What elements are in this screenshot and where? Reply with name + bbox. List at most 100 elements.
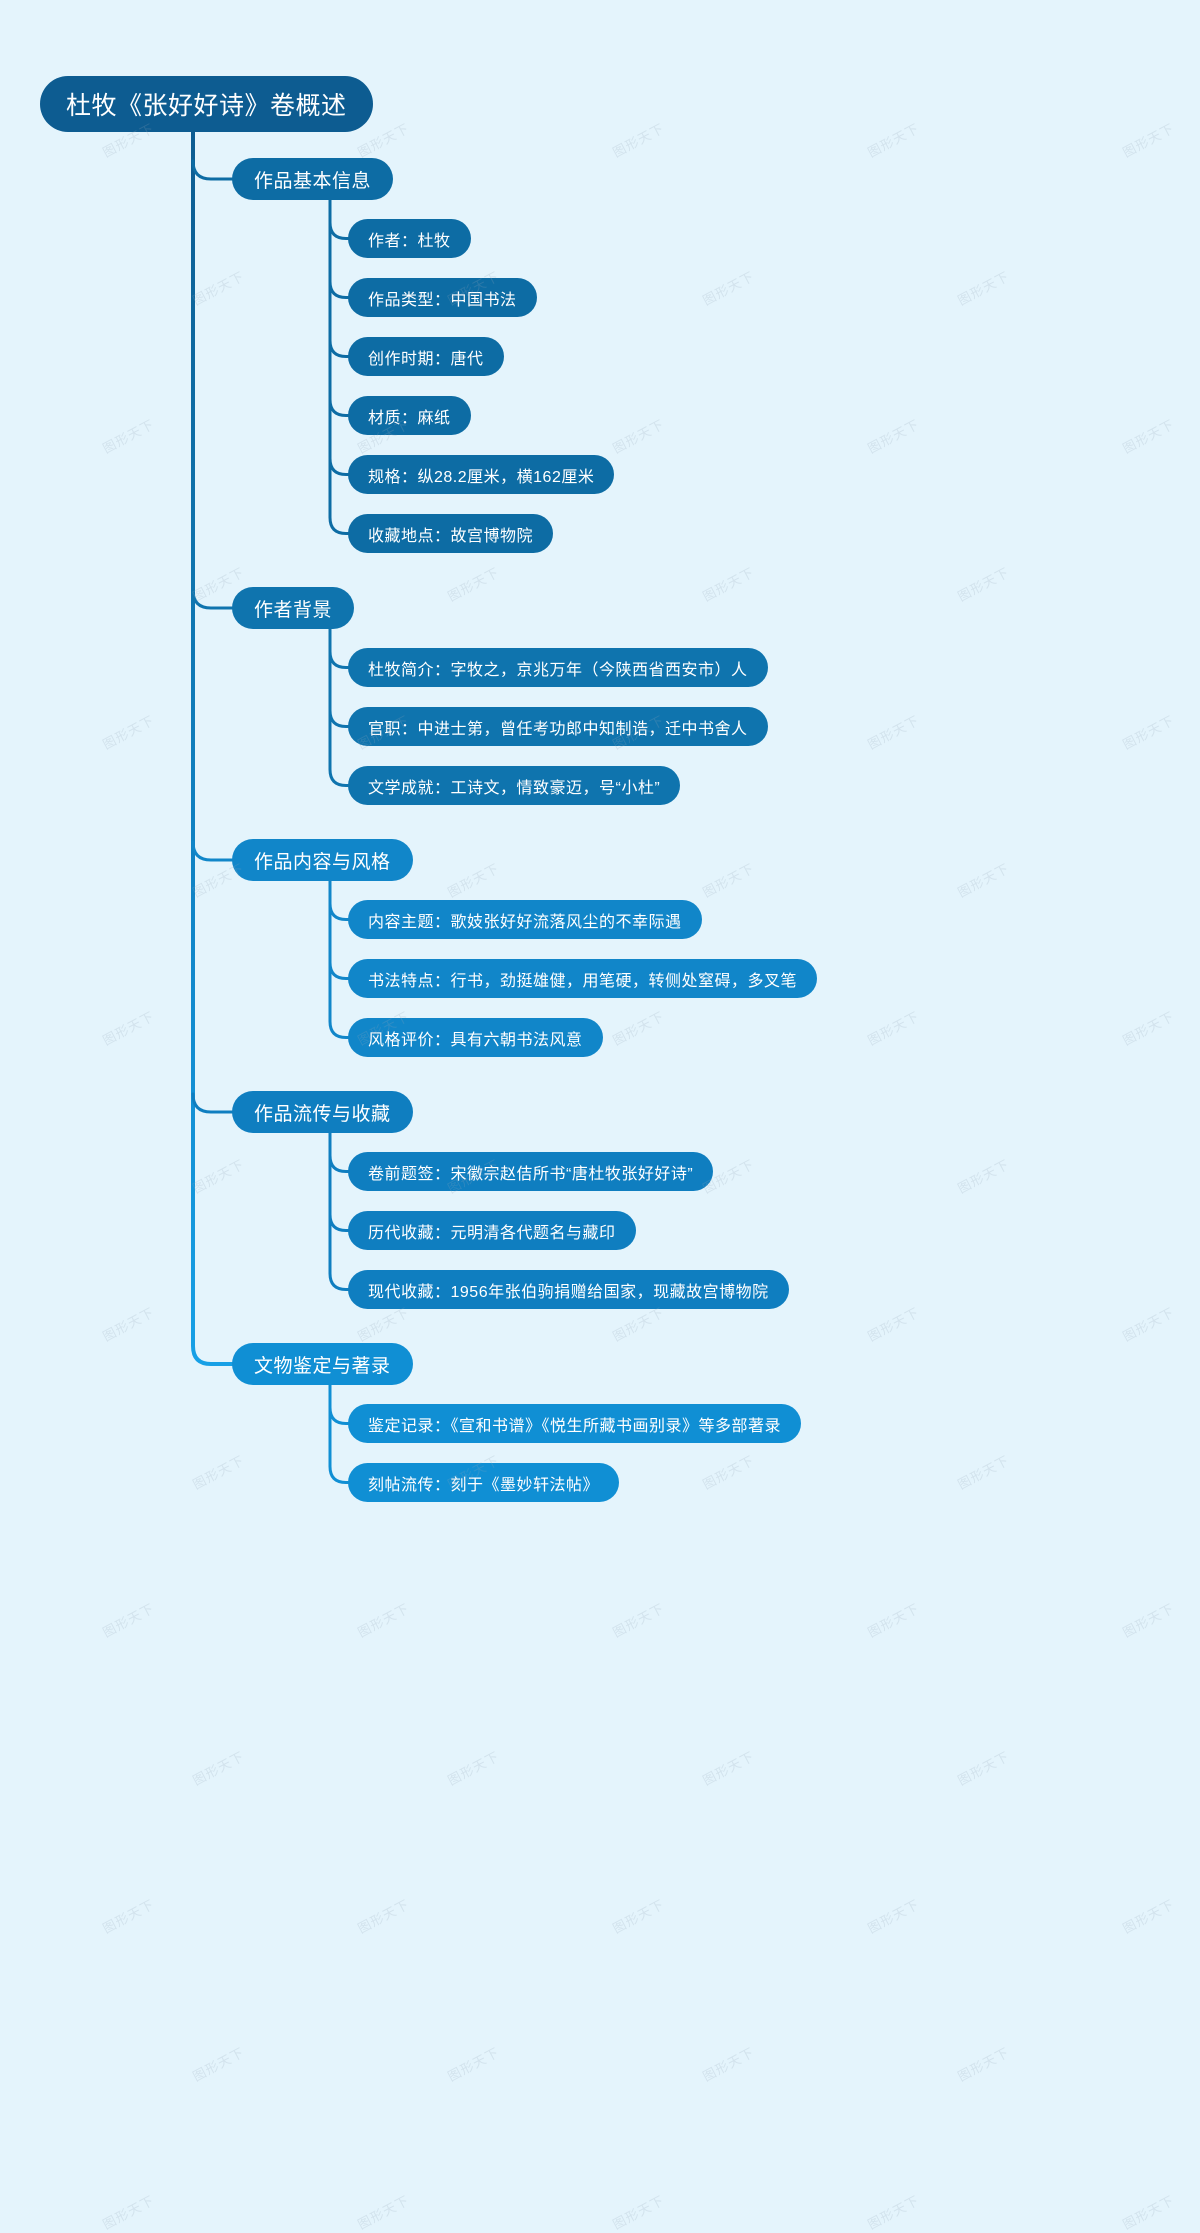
branch-node-4[interactable]: 文物鉴定与著录 (232, 1343, 413, 1385)
watermark: 图形天下 (955, 860, 1012, 901)
leaf-node-4-1[interactable]: 刻帖流传：刻于《墨妙轩法帖》 (348, 1463, 620, 1502)
watermark: 图形天下 (1120, 1896, 1177, 1937)
watermark: 图形天下 (1120, 1600, 1177, 1641)
watermark: 图形天下 (1120, 120, 1177, 161)
watermark: 图形天下 (865, 1304, 922, 1345)
watermark: 图形天下 (355, 1896, 412, 1937)
branch-node-1-label: 作者背景 (254, 599, 333, 621)
watermark: 图形天下 (190, 1156, 247, 1197)
leaf-node-1-0[interactable]: 杜牧简介：字牧之，京兆万年（今陕西省西安市）人 (348, 648, 768, 687)
branch-node-2[interactable]: 作品内容与风格 (232, 839, 413, 881)
watermark: 图形天下 (100, 416, 157, 457)
watermark: 图形天下 (865, 416, 922, 457)
watermark: 图形天下 (100, 712, 157, 753)
watermark: 图形天下 (610, 1600, 667, 1641)
watermark: 图形天下 (190, 1452, 247, 1493)
watermark: 图形天下 (865, 1600, 922, 1641)
watermark: 图形天下 (1120, 1304, 1177, 1345)
leaf-node-0-0-label: 作者：杜牧 (368, 232, 451, 250)
leaf-node-0-1[interactable]: 作品类型：中国书法 (348, 278, 537, 317)
watermark: 图形天下 (610, 120, 667, 161)
watermark: 图形天下 (1120, 712, 1177, 753)
watermark: 图形天下 (700, 1452, 757, 1493)
leaf-node-0-5[interactable]: 收藏地点：故宫博物院 (348, 514, 554, 553)
watermark: 图形天下 (100, 1600, 157, 1641)
leaf-node-4-0-label: 鉴定记录：《宣和书谱》《悦生所藏书画别录》等多部著录 (368, 1417, 782, 1435)
watermark: 图形天下 (355, 1600, 412, 1641)
leaf-node-4-1-label: 刻帖流传：刻于《墨妙轩法帖》 (368, 1476, 600, 1494)
watermark: 图形天下 (865, 1008, 922, 1049)
branch-node-4-label: 文物鉴定与著录 (254, 1355, 391, 1377)
branch-node-2-label: 作品内容与风格 (254, 851, 391, 873)
branch-node-1[interactable]: 作者背景 (232, 587, 355, 629)
watermark: 图形天下 (955, 1748, 1012, 1789)
leaf-node-1-1-label: 官职：中进士第，曾任考功郎中知制诰，迁中书舍人 (368, 720, 748, 738)
watermark: 图形天下 (610, 416, 667, 457)
watermark: 图形天下 (610, 2192, 667, 2233)
leaf-node-0-5-label: 收藏地点：故宫博物院 (368, 527, 534, 545)
leaf-node-0-3[interactable]: 材质：麻纸 (348, 396, 471, 435)
watermark: 图形天下 (190, 2044, 247, 2085)
branch-node-0-label: 作品基本信息 (254, 170, 372, 192)
watermark: 图形天下 (445, 1748, 502, 1789)
watermark: 图形天下 (865, 712, 922, 753)
leaf-node-3-0[interactable]: 卷前题签：宋徽宗赵佶所书“唐杜牧张好好诗” (348, 1152, 714, 1191)
watermark: 图形天下 (865, 1896, 922, 1937)
leaf-node-0-3-label: 材质：麻纸 (368, 409, 451, 427)
watermark: 图形天下 (700, 1748, 757, 1789)
leaf-node-3-2-label: 现代收藏：1956年张伯驹捐赠给国家，现藏故宫博物院 (368, 1283, 769, 1301)
watermark: 图形天下 (190, 1748, 247, 1789)
watermark: 图形天下 (955, 2044, 1012, 2085)
watermark: 图形天下 (100, 1896, 157, 1937)
watermark: 图形天下 (865, 2192, 922, 2233)
leaf-node-2-1-label: 书法特点：行书，劲挺雄健，用笔硬，转侧处窒碍，多叉笔 (368, 972, 798, 990)
leaf-node-3-0-label: 卷前题签：宋徽宗赵佶所书“唐杜牧张好好诗” (368, 1165, 694, 1183)
watermark: 图形天下 (1120, 2192, 1177, 2233)
watermark: 图形天下 (1120, 1008, 1177, 1049)
watermark: 图形天下 (700, 860, 757, 901)
leaf-node-0-2-label: 创作时期：唐代 (368, 350, 484, 368)
watermark: 图形天下 (700, 268, 757, 309)
leaf-node-3-1-label: 历代收藏：元明清各代题名与藏印 (368, 1224, 616, 1242)
leaf-node-0-0[interactable]: 作者：杜牧 (348, 219, 471, 258)
branch-node-3-label: 作品流传与收藏 (254, 1103, 391, 1125)
watermark: 图形天下 (100, 2192, 157, 2233)
watermark: 图形天下 (100, 1304, 157, 1345)
watermark: 图形天下 (610, 1008, 667, 1049)
watermark: 图形天下 (445, 564, 502, 605)
leaf-node-2-2[interactable]: 风格评价：具有六朝书法风意 (348, 1018, 603, 1057)
watermark: 图形天下 (190, 268, 247, 309)
leaf-node-2-1[interactable]: 书法特点：行书，劲挺雄健，用笔硬，转侧处窒碍，多叉笔 (348, 959, 818, 998)
root-node-label: 杜牧《张好好诗》卷概述 (66, 92, 347, 120)
watermark: 图形天下 (700, 2044, 757, 2085)
watermark: 图形天下 (955, 268, 1012, 309)
root-node[interactable]: 杜牧《张好好诗》卷概述 (40, 76, 373, 132)
leaf-node-1-0-label: 杜牧简介：字牧之，京兆万年（今陕西省西安市）人 (368, 661, 748, 679)
leaf-node-0-4-label: 规格：纵28.2厘米，横162厘米 (368, 468, 595, 486)
watermark: 图形天下 (355, 2192, 412, 2233)
watermark: 图形天下 (610, 1896, 667, 1937)
watermark: 图形天下 (955, 1156, 1012, 1197)
leaf-node-1-2[interactable]: 文学成就：工诗文，情致豪迈，号“小杜” (348, 766, 681, 805)
watermark: 图形天下 (955, 1452, 1012, 1493)
watermark: 图形天下 (700, 564, 757, 605)
leaf-node-0-4[interactable]: 规格：纵28.2厘米，横162厘米 (348, 455, 615, 494)
leaf-node-1-2-label: 文学成就：工诗文，情致豪迈，号“小杜” (368, 779, 661, 797)
leaf-node-4-0[interactable]: 鉴定记录：《宣和书谱》《悦生所藏书画别录》等多部著录 (348, 1404, 802, 1443)
leaf-node-2-0[interactable]: 内容主题：歌妓张好好流落风尘的不幸际遇 (348, 900, 702, 939)
leaf-node-0-1-label: 作品类型：中国书法 (368, 291, 517, 309)
branch-node-0[interactable]: 作品基本信息 (232, 158, 394, 200)
leaf-node-3-1[interactable]: 历代收藏：元明清各代题名与藏印 (348, 1211, 636, 1250)
branch-node-3[interactable]: 作品流传与收藏 (232, 1091, 413, 1133)
watermark: 图形天下 (100, 1008, 157, 1049)
watermark: 图形天下 (445, 860, 502, 901)
leaf-node-0-2[interactable]: 创作时期：唐代 (348, 337, 504, 376)
leaf-node-2-0-label: 内容主题：歌妓张好好流落风尘的不幸际遇 (368, 913, 682, 931)
leaf-node-3-2[interactable]: 现代收藏：1956年张伯驹捐赠给国家，现藏故宫博物院 (348, 1270, 789, 1309)
watermark: 图形天下 (955, 564, 1012, 605)
watermark: 图形天下 (445, 2044, 502, 2085)
leaf-node-1-1[interactable]: 官职：中进士第，曾任考功郎中知制诰，迁中书舍人 (348, 707, 768, 746)
watermark: 图形天下 (865, 120, 922, 161)
